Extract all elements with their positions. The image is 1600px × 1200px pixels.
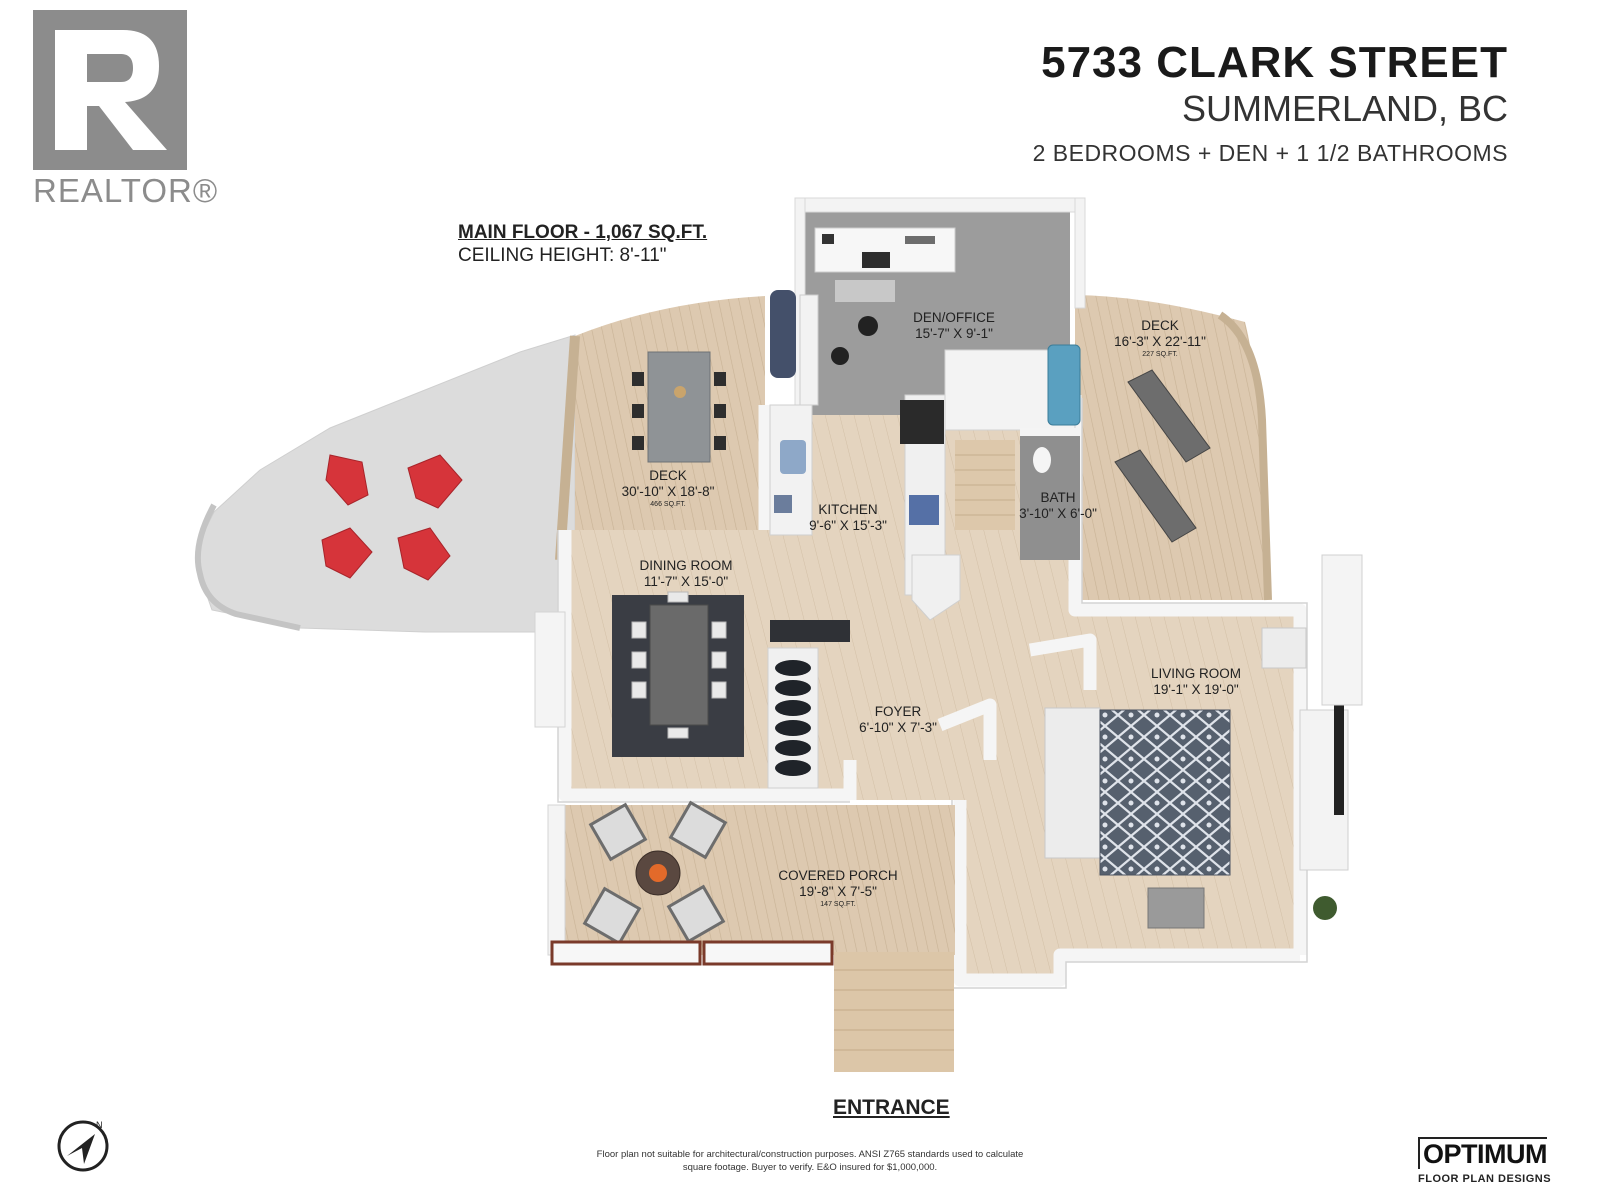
- room-size: 19'-1" X 19'-0": [1153, 682, 1239, 697]
- deck-right-area: [1075, 295, 1265, 600]
- room-sqft: 147 SQ.FT.: [820, 901, 856, 908]
- room-label-porch: COVERED PORCH 19'-8" X 7'-5" 147 SQ.FT.: [778, 868, 897, 909]
- room-size: 16'-3" X 22'-11": [1114, 334, 1206, 349]
- room-size: 6'-10" X 7'-3": [859, 720, 937, 735]
- room-size: 11'-7" X 15'-0": [643, 574, 729, 589]
- room-sqft: 466 SQ.FT.: [650, 501, 686, 508]
- disclaimer-text: Floor plan not suitable for architectura…: [596, 1149, 1024, 1173]
- compass-icon: N: [57, 1120, 109, 1172]
- porch-chairs: [582, 800, 728, 946]
- realtor-logo: [33, 10, 187, 170]
- living-sofa: [1044, 707, 1101, 859]
- entry-stairs: [834, 952, 954, 1072]
- room-label-bath: BATH 3'-10" X 6'-0": [1019, 490, 1097, 522]
- dining-table: [649, 604, 709, 726]
- room-name: DECK: [649, 468, 687, 483]
- room-name: COVERED PORCH: [778, 868, 898, 883]
- optimum-logo: OPTIMUM: [1418, 1137, 1548, 1169]
- deck-loungers: [1114, 369, 1211, 543]
- room-name: KITCHEN: [818, 502, 878, 517]
- deck-dining-set: [632, 351, 726, 463]
- porch-railing: [550, 940, 834, 966]
- room-size: 15'-7" X 9'-1": [915, 326, 993, 341]
- room-name: DEN/OFFICE: [913, 310, 995, 325]
- room-size: 9'-6" X 15'-3": [809, 518, 887, 533]
- property-city: SUMMERLAND, BC: [1181, 88, 1508, 129]
- room-name: FOYER: [874, 704, 922, 719]
- svg-text:N: N: [96, 1120, 103, 1130]
- red-adirondack-chairs: [321, 454, 463, 581]
- patio-glass-rail: [194, 503, 301, 631]
- room-label-living: LIVING ROOM 19'-1" X 19'-0": [1151, 666, 1241, 698]
- interior-stairs: [955, 440, 1015, 530]
- floor-title: MAIN FLOOR - 1,067 SQ.FT.: [458, 222, 708, 243]
- room-size: 19'-8" X 7'-5": [799, 884, 877, 899]
- realtor-logo-mark: [33, 10, 187, 170]
- room-name: DINING ROOM: [639, 558, 733, 573]
- room-label-deck-right: DECK 16'-3" X 22'-11" 227 SQ.FT.: [1114, 318, 1206, 359]
- room-name: BATH: [1040, 490, 1076, 505]
- room-size: 3'-10" X 6'-0": [1019, 506, 1097, 521]
- room-label-den: DEN/OFFICE 15'-7" X 9'-1": [913, 310, 995, 342]
- den-office-chair: [858, 316, 878, 336]
- room-size: 30'-10" X 18'-8": [621, 484, 715, 499]
- property-summary: 2 BEDROOMS + DEN + 1 1/2 BATHROOMS: [1032, 140, 1508, 166]
- room-label-kitchen: KITCHEN 9'-6" X 15'-3": [809, 502, 887, 534]
- room-label-deck-left: DECK 30'-10" X 18'-8" 466 SQ.FT.: [622, 468, 715, 509]
- realtor-logo-text: REALTOR®: [33, 172, 219, 209]
- room-label-foyer: FOYER 6'-10" X 7'-3": [859, 704, 937, 736]
- living-rug: [1099, 709, 1231, 876]
- ceiling-height: CEILING HEIGHT: 8'-11": [458, 245, 667, 266]
- room-name: DECK: [1141, 318, 1179, 333]
- room-sqft: 227 SQ.FT.: [1142, 351, 1178, 358]
- patio-area: [197, 334, 576, 633]
- room-name: LIVING ROOM: [1150, 666, 1242, 681]
- property-address: 5733 CLARK STREET: [1041, 38, 1508, 87]
- optimum-tagline: FLOOR PLAN DESIGNS: [1418, 1173, 1552, 1185]
- room-label-dining: DINING ROOM 11'-7" X 15'-0": [640, 558, 733, 590]
- entrance-label: ENTRANCE: [833, 1096, 950, 1119]
